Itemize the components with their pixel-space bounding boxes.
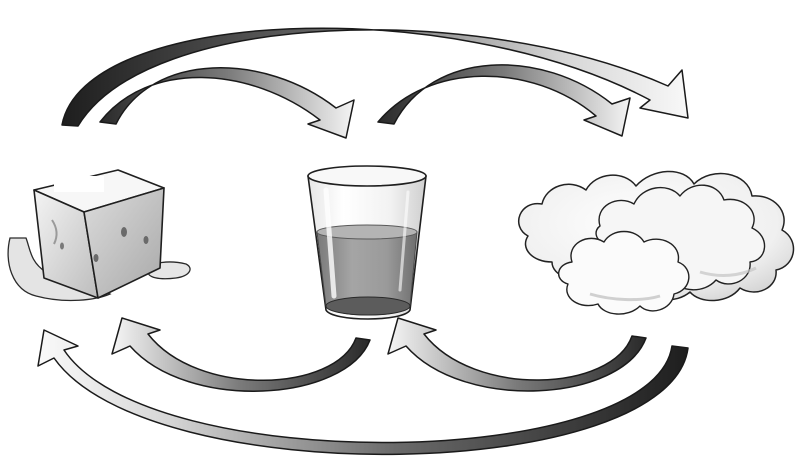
glass-of-water — [308, 166, 426, 319]
clouds — [519, 171, 794, 314]
arrow-vapor-to-water — [388, 318, 646, 391]
cloud-front — [559, 232, 689, 315]
arrow-ice-to-water — [100, 68, 354, 138]
ice-cube — [8, 170, 190, 300]
arrow-water-to-ice — [112, 318, 370, 391]
arrow-water-to-vapor — [378, 65, 630, 136]
